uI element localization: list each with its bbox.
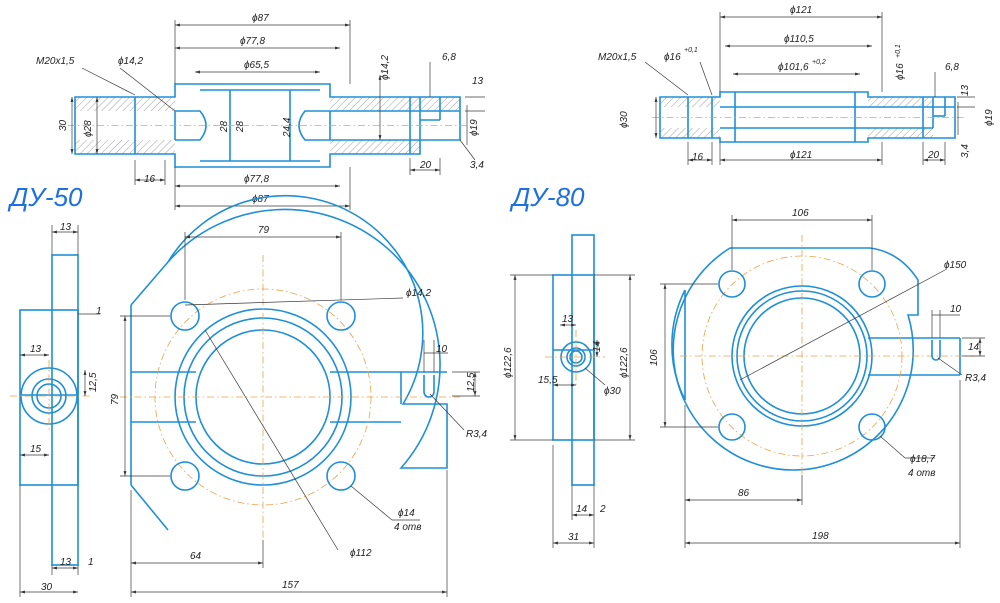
svg-text:15,5: 15,5 (538, 375, 558, 386)
svg-text:+0,1: +0,1 (895, 44, 902, 58)
du80-front-dims: 106 ϕ150 10 14 106 R3,4 ϕ18,7 4 отв 86 1… (649, 208, 987, 542)
svg-text:13: 13 (60, 222, 72, 233)
svg-text:ϕ16: ϕ16 (895, 63, 906, 80)
svg-text:13: 13 (30, 344, 42, 355)
du80-front-view (660, 215, 985, 548)
svg-text:30: 30 (41, 582, 53, 593)
svg-text:12,5: 12,5 (466, 372, 477, 392)
svg-text:ϕ14: ϕ14 (398, 508, 415, 519)
svg-text:ϕ87: ϕ87 (252, 194, 269, 205)
du50-section-dims: ϕ87 ϕ77,8 ϕ65,5 M20x1,5 ϕ14,2 ϕ14,2 6,8 … (36, 13, 484, 205)
svg-text:3,4: 3,4 (960, 144, 971, 158)
svg-text:6,8: 6,8 (945, 62, 959, 73)
svg-text:106: 106 (792, 208, 809, 219)
svg-text:ϕ30: ϕ30 (604, 386, 621, 397)
svg-text:ϕ122,6: ϕ122,6 (503, 347, 514, 378)
svg-text:20: 20 (927, 150, 940, 161)
du80-section-view (644, 12, 975, 165)
svg-text:79: 79 (258, 225, 270, 236)
du80-side-view (510, 234, 635, 548)
svg-text:10: 10 (950, 304, 962, 315)
svg-text:ϕ110,5: ϕ110,5 (784, 34, 814, 45)
du80-section-dims: ϕ121 ϕ110,5 ϕ101,6 +0,2 M20x1,5 ϕ16 +0,1… (598, 5, 995, 163)
svg-text:1: 1 (96, 306, 102, 317)
svg-text:4 отв: 4 отв (908, 468, 935, 479)
svg-text:64: 64 (190, 551, 202, 562)
du50-front-dims: 79 ϕ14,2 10 12,5 79 R3,4 ϕ14 4 отв 64 ϕ1… (110, 225, 488, 591)
svg-text:ϕ14,2: ϕ14,2 (380, 55, 391, 80)
svg-text:ϕ77,8: ϕ77,8 (244, 174, 269, 185)
svg-text:M20x1,5: M20x1,5 (36, 56, 75, 67)
svg-text:ϕ87: ϕ87 (252, 13, 269, 24)
svg-text:13: 13 (960, 84, 971, 96)
svg-text:24,4: 24,4 (282, 117, 293, 138)
svg-text:ϕ18,7: ϕ18,7 (910, 454, 935, 465)
title-du50: ДУ-50 (7, 182, 83, 212)
svg-text:1: 1 (88, 557, 94, 568)
svg-text:15: 15 (30, 444, 42, 455)
svg-text:ϕ112: ϕ112 (350, 548, 372, 559)
svg-text:M20x1,5: M20x1,5 (598, 52, 637, 63)
du50-front-view (120, 194, 480, 597)
svg-text:13: 13 (562, 314, 574, 325)
du50-side-dims: 13 1 13 12,5 15 13 1 30 (30, 222, 102, 593)
svg-text:12,5: 12,5 (88, 372, 99, 392)
svg-text:10: 10 (436, 344, 448, 355)
svg-text:ϕ121: ϕ121 (790, 5, 812, 16)
svg-text:ϕ19: ϕ19 (469, 119, 480, 136)
du50-section-view (68, 20, 485, 210)
svg-text:6,8: 6,8 (442, 52, 456, 63)
svg-text:13: 13 (60, 557, 72, 568)
svg-text:79: 79 (110, 393, 121, 405)
svg-text:ϕ14,2: ϕ14,2 (406, 288, 431, 299)
svg-text:198: 198 (812, 531, 829, 542)
svg-text:14: 14 (592, 340, 603, 352)
svg-text:30: 30 (58, 119, 69, 131)
du50-side-view (10, 225, 100, 597)
svg-text:13: 13 (472, 76, 484, 87)
svg-text:ϕ14,2: ϕ14,2 (118, 56, 143, 67)
svg-text:20: 20 (419, 160, 432, 171)
svg-text:ϕ30: ϕ30 (619, 111, 630, 128)
svg-text:+0,1: +0,1 (684, 47, 698, 54)
title-du80: ДУ-80 (509, 182, 585, 212)
svg-text:ϕ121: ϕ121 (790, 150, 812, 161)
svg-text:R3,4: R3,4 (965, 373, 987, 384)
svg-text:ϕ77,8: ϕ77,8 (240, 36, 265, 47)
svg-text:ϕ28: ϕ28 (83, 120, 94, 137)
svg-text:ϕ101,6: ϕ101,6 (778, 62, 809, 73)
svg-text:31: 31 (568, 532, 579, 543)
svg-text:2: 2 (599, 504, 606, 515)
du80-side-dims: ϕ122,6 13 14 ϕ122,6 15,5 ϕ30 14 2 31 (503, 314, 630, 543)
svg-text:157: 157 (282, 580, 299, 591)
svg-text:ϕ150: ϕ150 (944, 260, 967, 271)
svg-text:106: 106 (649, 349, 660, 366)
svg-text:16: 16 (692, 152, 704, 163)
svg-text:14: 14 (968, 342, 980, 353)
svg-text:+0,2: +0,2 (812, 59, 826, 66)
svg-text:ϕ65,5: ϕ65,5 (244, 60, 269, 71)
svg-text:4 отв: 4 отв (394, 522, 421, 533)
svg-text:R3,4: R3,4 (466, 429, 488, 440)
svg-text:3,4: 3,4 (470, 160, 484, 171)
svg-text:ϕ122,6: ϕ122,6 (619, 347, 630, 378)
svg-text:ϕ19: ϕ19 (984, 109, 995, 126)
svg-text:28: 28 (219, 120, 230, 133)
svg-text:86: 86 (738, 488, 750, 499)
svg-text:ϕ16: ϕ16 (664, 52, 681, 63)
svg-text:16: 16 (144, 174, 156, 185)
svg-text:28: 28 (235, 120, 246, 133)
svg-text:14: 14 (576, 504, 588, 515)
